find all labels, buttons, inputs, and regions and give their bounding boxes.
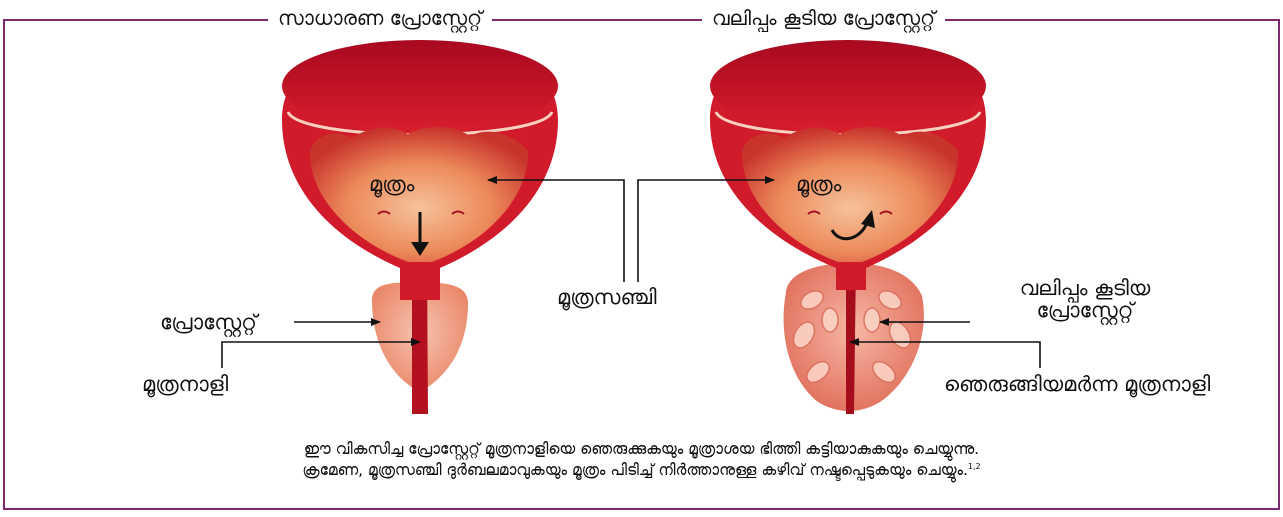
label-urethra: മൂത്രനാളി	[142, 372, 228, 397]
normal-bladder-rim	[282, 40, 558, 132]
label-compressed-urethra: ഞെരുങ്ങിയമർന്ന മൂത്രനാളി	[944, 372, 1210, 397]
footnote: ഈ വികസിച്ച പ്രോസ്റ്റേറ്റ് മൂത്രനാളിയെ ഞെ…	[0, 440, 1283, 479]
label-enlarged-prostate: വലിപ്പം കൂടിയ പ്രോസ്റ്റേറ്റ്	[990, 276, 1180, 323]
footnote-line2: ക്രമേണ, മൂത്രസഞ്ചി ദുർബലമാവുകയും മൂത്രം …	[0, 458, 1283, 479]
enlarged-bladder-cavity	[742, 127, 958, 262]
enlarged-bladder-rim	[710, 40, 986, 132]
normal-prostate-illustration	[282, 40, 558, 414]
footnote-line1: ഈ വികസിച്ച പ്രോസ്റ്റേറ്റ് മൂത്രനാളിയെ ഞെ…	[0, 440, 1283, 458]
footnote-line2-text: ക്രമേണ, മൂത്രസഞ്ചി ദുർബലമാവുകയും മൂത്രം …	[302, 461, 968, 479]
label-bladder: മൂത്രസഞ്ചി	[557, 285, 657, 310]
enlarged-prostate-illustration	[710, 40, 986, 414]
label-urine-normal: മൂത്രം	[369, 172, 414, 197]
label-urine-enlarged: മൂത്രം	[796, 172, 841, 197]
label-prostate: പ്രോസ്റ്റേറ്റ്	[160, 310, 257, 335]
footnote-refs: 1,2	[968, 462, 981, 471]
label-enlarged-prostate-line2: പ്രോസ്റ്റേറ്റ്	[990, 298, 1180, 323]
